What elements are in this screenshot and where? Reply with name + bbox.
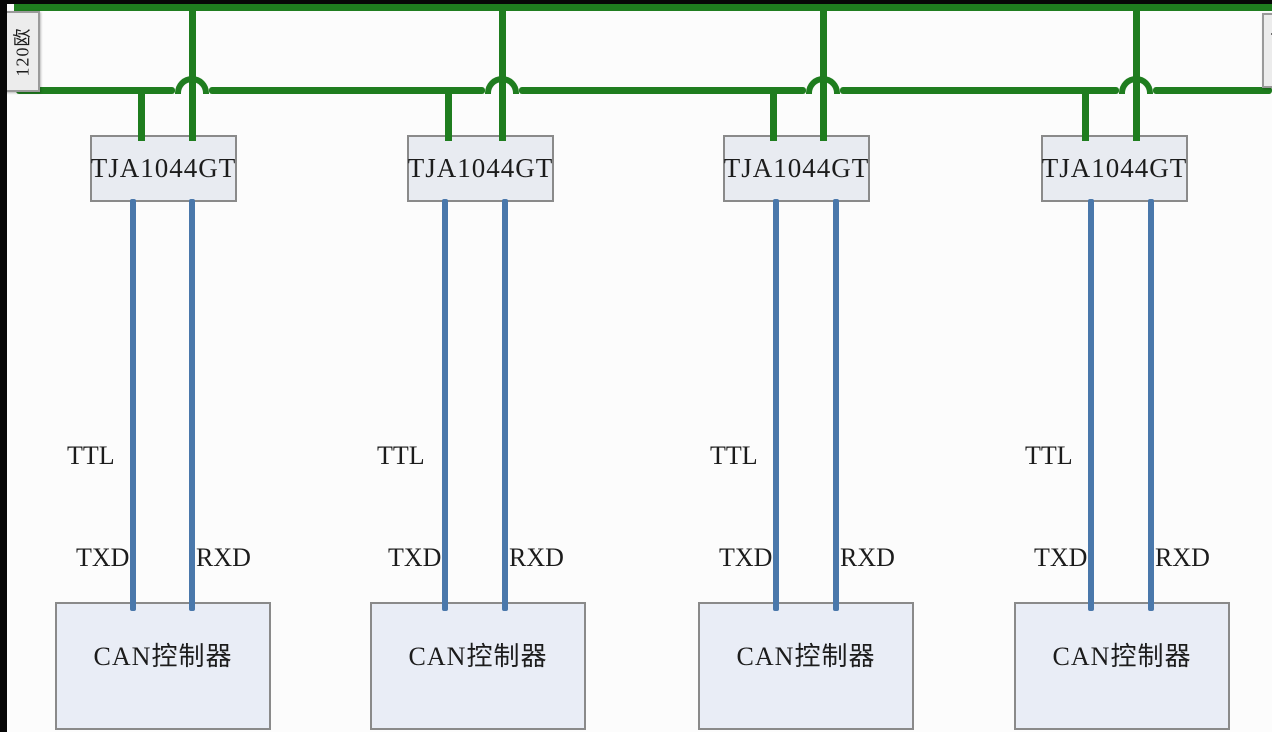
controller-label: CAN控制器 (736, 642, 876, 671)
bus-crossover-hop (485, 76, 519, 94)
transceiver-box: TJA1044GT (407, 135, 554, 202)
rxd-wire (833, 199, 839, 611)
rxd-label: RXD (1155, 543, 1210, 572)
bus-crossover-hop (175, 76, 209, 94)
terminator-resistor-right: 120欧 (1262, 13, 1272, 88)
rxd-wire (189, 199, 195, 611)
top-edge-bar (0, 0, 1272, 4)
left-edge-bar (0, 0, 7, 732)
controller-box: CAN控制器 (55, 602, 271, 730)
can-low-stub-wire (770, 88, 777, 141)
rxd-label: RXD (196, 543, 251, 572)
can-high-stub-wire (499, 5, 506, 141)
controller-box: CAN控制器 (698, 602, 914, 730)
transceiver-box: TJA1044GT (723, 135, 870, 202)
ttl-label: TTL (67, 441, 115, 470)
txd-label: TXD (719, 543, 773, 572)
ttl-label: TTL (1025, 441, 1073, 470)
txd-wire (773, 199, 779, 611)
rxd-label: RXD (840, 543, 895, 572)
controller-label: CAN控制器 (408, 642, 548, 671)
txd-wire (1088, 199, 1094, 611)
controller-label: CAN控制器 (93, 642, 233, 671)
can-high-stub-wire (189, 5, 196, 141)
transceiver-box: TJA1044GT (90, 135, 237, 202)
rxd-wire (502, 199, 508, 611)
bus-crossover-hop (1119, 76, 1153, 94)
txd-label: TXD (388, 543, 442, 572)
terminator-right-label: 120欧 (1270, 26, 1272, 75)
can-low-bus-segment (1153, 87, 1272, 94)
rxd-label: RXD (509, 543, 564, 572)
can-low-bus-segment (519, 87, 806, 94)
controller-box: CAN控制器 (370, 602, 586, 730)
ttl-label: TTL (377, 441, 425, 470)
txd-wire (442, 199, 448, 611)
txd-label: TXD (1034, 543, 1088, 572)
can-low-bus-segment (16, 87, 175, 94)
terminator-left-label: 120欧 (12, 27, 33, 76)
can-high-stub-wire (1133, 5, 1140, 141)
transceiver-box: TJA1044GT (1041, 135, 1188, 202)
controller-label: CAN控制器 (1052, 642, 1192, 671)
txd-label: TXD (76, 543, 130, 572)
terminator-resistor-left: 120欧 (3, 11, 40, 92)
ttl-label: TTL (710, 441, 758, 470)
can-low-bus-segment (840, 87, 1119, 94)
can-low-stub-wire (445, 88, 452, 141)
controller-box: CAN控制器 (1014, 602, 1230, 730)
can-low-stub-wire (1082, 88, 1089, 141)
can-low-bus-segment (209, 87, 485, 94)
bus-crossover-hop (806, 76, 840, 94)
txd-wire (130, 199, 136, 611)
can-high-stub-wire (820, 5, 827, 141)
can-low-stub-wire (138, 88, 145, 141)
rxd-wire (1148, 199, 1154, 611)
can-high-bus-line (14, 4, 1272, 11)
